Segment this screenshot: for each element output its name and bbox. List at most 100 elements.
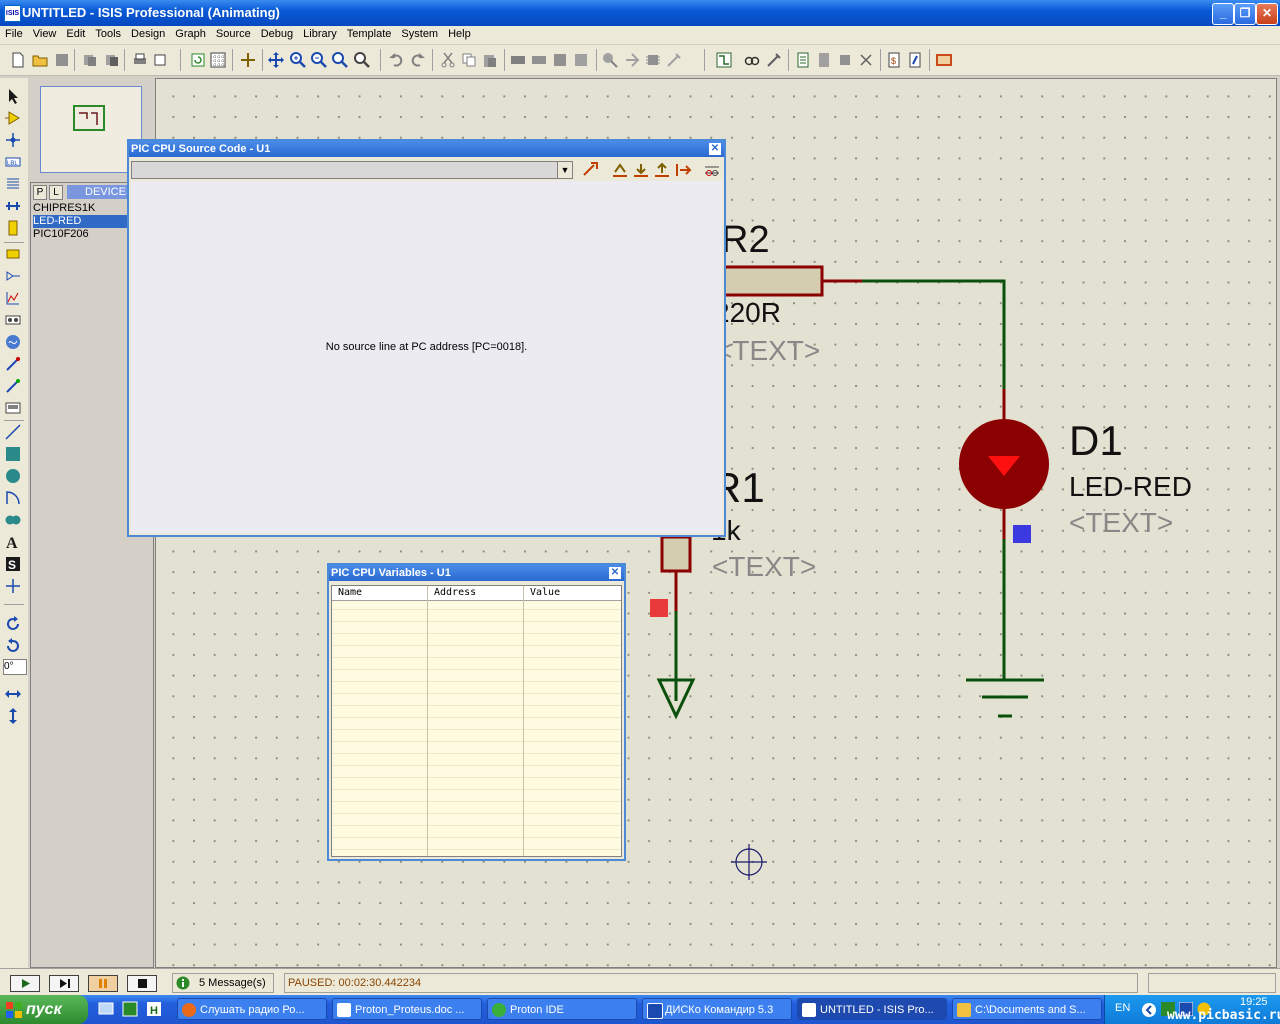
bill-of-materials-icon[interactable]: $ — [886, 52, 902, 68]
undo-icon[interactable] — [388, 52, 404, 68]
column-header-name[interactable]: Name — [338, 587, 363, 598]
tray-app-icon[interactable] — [1197, 1002, 1211, 1016]
tray-app-icon[interactable] — [1179, 1002, 1193, 1016]
current-probe-icon[interactable] — [5, 378, 21, 394]
export-icon[interactable] — [104, 52, 120, 68]
block-rotate-icon[interactable] — [552, 52, 568, 68]
run-to-cursor-icon[interactable] — [674, 162, 692, 178]
taskbar-item[interactable]: Proton_Proteus.doc ... — [332, 998, 482, 1020]
variables-table[interactable]: Name Address Value — [331, 585, 622, 857]
subcircuit-icon[interactable] — [5, 220, 21, 236]
rotate-clockwise-icon[interactable] — [5, 616, 21, 632]
ares-netlist-icon[interactable] — [936, 52, 952, 68]
arc-tool-icon[interactable] — [5, 490, 21, 506]
source-file-dropdown[interactable]: ▼ — [131, 161, 573, 179]
variables-window-close-button[interactable]: ✕ — [609, 567, 621, 579]
property-tool-icon[interactable] — [766, 52, 782, 68]
zoom-area-icon[interactable] — [354, 52, 370, 68]
circle-tool-icon[interactable] — [5, 468, 21, 484]
selection-mode-icon[interactable] — [5, 88, 21, 104]
step-run-icon[interactable] — [581, 162, 599, 178]
menu-graph[interactable]: Graph — [175, 28, 206, 40]
grid-icon[interactable] — [210, 52, 226, 68]
menu-source[interactable]: Source — [215, 28, 251, 40]
pan-icon[interactable] — [268, 52, 284, 68]
variables-window[interactable]: PIC CPU Variables - U1 ✕ Name Address Va… — [327, 563, 626, 861]
menu-system[interactable]: System — [401, 28, 439, 40]
electrical-check-icon[interactable] — [907, 52, 923, 68]
menu-edit[interactable]: Edit — [66, 28, 86, 40]
column-header-address[interactable]: Address — [434, 587, 477, 598]
source-code-area[interactable]: No source line at PC address [PC=0018]. — [131, 181, 722, 533]
minimize-button[interactable]: _ — [1212, 3, 1234, 25]
title-bar[interactable]: ISIS UNTITLED - ISIS Professional (Anima… — [0, 0, 1280, 26]
taskbar-item[interactable]: Слушать радио Ро... — [177, 998, 327, 1020]
menu-view[interactable]: View — [32, 28, 57, 40]
taskbar-item[interactable]: Proton IDE — [487, 998, 637, 1020]
step-button[interactable] — [49, 975, 79, 992]
messages-panel[interactable]: 5 Message(s) — [172, 973, 274, 993]
language-indicator[interactable]: EN — [1115, 1002, 1131, 1014]
overview-window[interactable] — [30, 78, 152, 178]
pause-button[interactable] — [88, 975, 118, 992]
buses-icon[interactable] — [5, 198, 21, 214]
device-list-item[interactable]: PIC10F206 — [33, 228, 89, 240]
text-script-icon[interactable] — [5, 176, 21, 192]
menu-tools[interactable]: Tools — [95, 28, 122, 40]
remove-sheet-icon[interactable] — [816, 52, 832, 68]
open-folder-icon[interactable] — [32, 52, 48, 68]
show-desktop-icon[interactable] — [98, 1001, 114, 1017]
block-delete-icon[interactable] — [573, 52, 589, 68]
component-mode-icon[interactable] — [5, 110, 21, 126]
quicklaunch-grid-icon[interactable] — [122, 1001, 138, 1017]
start-button[interactable]: пуск — [0, 995, 88, 1024]
tray-back-icon[interactable] — [1141, 1002, 1157, 1018]
voltage-probe-icon[interactable] — [5, 356, 21, 372]
package-icon[interactable] — [645, 52, 661, 68]
make-device-icon[interactable] — [624, 52, 640, 68]
origin-icon[interactable] — [240, 52, 256, 68]
maximize-button[interactable]: ❐ — [1234, 3, 1256, 25]
device-list-item[interactable]: CHIPRES1K — [33, 202, 96, 214]
wire-autorouter-icon[interactable] — [716, 52, 732, 68]
quicklaunch-h-icon[interactable]: H — [146, 1001, 162, 1017]
taskbar-item[interactable]: UNTITLED - ISIS Pro... — [797, 998, 947, 1020]
chevron-down-icon[interactable]: ▼ — [557, 162, 572, 178]
pick-devices-button[interactable]: P — [33, 185, 47, 200]
cut-icon[interactable] — [440, 52, 456, 68]
close-button[interactable]: ✕ — [1256, 3, 1278, 25]
refresh-icon[interactable] — [190, 52, 206, 68]
menu-design[interactable]: Design — [131, 28, 166, 40]
generator-icon[interactable] — [5, 334, 21, 350]
source-code-window[interactable]: PIC CPU Source Code - U1 ✕ ▼ No source l… — [127, 139, 726, 537]
path-tool-icon[interactable] — [5, 512, 21, 528]
device-list-item[interactable]: LED-RED — [33, 215, 151, 228]
zoom-all-icon[interactable] — [332, 52, 348, 68]
print-icon[interactable] — [132, 52, 148, 68]
step-into-icon[interactable] — [632, 162, 650, 178]
rotation-field[interactable]: 0° — [3, 659, 27, 675]
copy-icon[interactable] — [461, 52, 477, 68]
save-icon[interactable] — [54, 52, 70, 68]
text-tool-icon[interactable]: A — [5, 534, 21, 550]
box-tool-icon[interactable] — [5, 446, 21, 462]
wire-label-icon[interactable]: LBL — [5, 154, 21, 170]
area-icon[interactable] — [152, 52, 168, 68]
taskbar-item[interactable]: ДИСКо Командир 5.3 — [642, 998, 792, 1020]
zoom-out-icon[interactable] — [311, 52, 327, 68]
block-copy-icon[interactable] — [510, 52, 526, 68]
marker-tool-icon[interactable] — [5, 578, 21, 594]
symbol-tool-icon[interactable]: S — [5, 556, 21, 572]
stop-button[interactable] — [127, 975, 157, 992]
search-icon[interactable] — [744, 52, 760, 68]
tape-recorder-icon[interactable] — [5, 312, 21, 328]
menu-help[interactable]: Help — [448, 28, 471, 40]
paste-icon[interactable] — [482, 52, 498, 68]
taskbar-item[interactable]: C:\Documents and S... — [952, 998, 1102, 1020]
mirror-vertical-icon[interactable] — [5, 708, 21, 724]
source-window-close-button[interactable]: ✕ — [709, 143, 721, 155]
menu-library[interactable]: Library — [303, 28, 337, 40]
import-icon[interactable] — [82, 52, 98, 68]
redo-icon[interactable] — [410, 52, 426, 68]
step-over-icon[interactable] — [611, 162, 629, 178]
